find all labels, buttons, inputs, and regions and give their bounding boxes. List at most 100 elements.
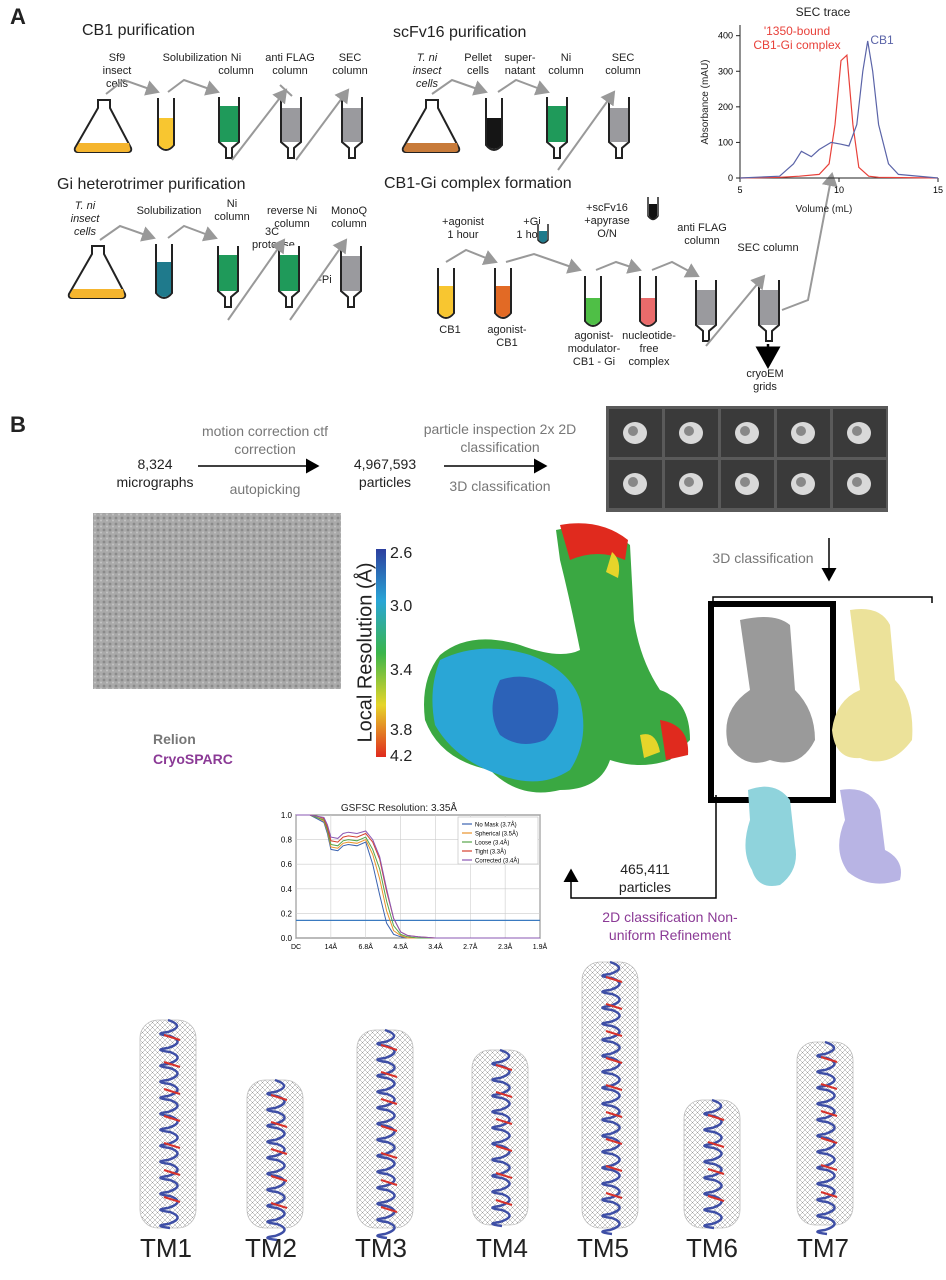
scfv-step-sec: SEC column (605, 52, 641, 77)
class-average-core (740, 477, 750, 487)
tm-sidechain (605, 1165, 623, 1172)
tm-sidechain (820, 1191, 838, 1198)
micrographs-count: 8,324 micrographs (116, 456, 194, 490)
final-particles-count: 465,411 particles (618, 861, 672, 895)
tm-backbone-4 (491, 1048, 511, 1228)
tm-backbone-1 (159, 1018, 179, 1230)
class-average-core (684, 426, 694, 436)
tm-sidechain (380, 1179, 398, 1186)
complex-step-scfv16: +scFv16 +apyrase O/N (584, 202, 630, 240)
tm-sidechain (163, 1115, 181, 1122)
tm-label-6: TM6 (686, 1233, 738, 1263)
tube-label-agonist-modulator: agonist- modulator- CB1 - Gi (567, 330, 621, 368)
tm-sidechain (163, 1034, 181, 1041)
gi-step-ni: Ni column (214, 198, 250, 223)
tm-sidechain (380, 1098, 398, 1105)
gi-step-monoq: MonoQ column (330, 205, 368, 230)
3d-class-cyan (745, 786, 796, 886)
fsc-legend-label-2: Loose (3.4Å) (475, 840, 509, 847)
class-average-core (852, 477, 862, 487)
tm-sidechain (380, 1071, 398, 1078)
fsc-xtick-label-0: DC (291, 944, 301, 951)
fsc-series-line-2 (296, 814, 540, 939)
cb1-step-solubilization: Solubilization (162, 52, 228, 64)
tm-sidechain (380, 1206, 398, 1213)
tm-sidechain (820, 1110, 838, 1117)
colorbar-tick-3: 3.8 (390, 722, 413, 739)
tm-sidechain (270, 1202, 288, 1209)
tm-sidechain (605, 1030, 623, 1037)
scfv-step-supernatant: super- natant (504, 52, 536, 77)
fsc-legend-label-4: Corrected (3.4Å) (475, 858, 519, 865)
tm-sidechain (380, 1152, 398, 1159)
tm-label-5: TM5 (577, 1233, 629, 1263)
tm-sidechain (495, 1118, 513, 1125)
tm-sidechain (605, 1084, 623, 1091)
class-average-core (796, 477, 806, 487)
gi-step-reverse-ni: reverse Ni column (266, 205, 318, 230)
tm-label-4: TM4 (476, 1233, 528, 1263)
sec-ytick-label-4: 400 (718, 31, 733, 41)
scfv-ni-column (546, 97, 568, 159)
sec-ytick-label-2: 200 (718, 102, 733, 112)
tm-sidechain (163, 1088, 181, 1095)
tm-sidechain (605, 1057, 623, 1064)
fsc-legend-label-3: Tight (3.3Å) (475, 849, 506, 856)
sec-series-line-0 (739, 53, 939, 179)
tm-sidechain (820, 1137, 838, 1144)
tm-label-2: TM2 (245, 1233, 297, 1263)
complex-step-agonist: +agonist 1 hour (442, 216, 484, 241)
tm-sidechain (605, 1111, 623, 1118)
fsc-legend-label-0: No Mask (3.7Å) (475, 822, 517, 829)
tm-sidechain (380, 1044, 398, 1051)
sec-xtick-label-0: 5 (737, 185, 742, 195)
tm-mesh-5 (581, 961, 639, 1229)
tm-sidechain (605, 976, 623, 983)
sec-ytick-label-1: 100 (718, 137, 733, 147)
cb1-flask (73, 99, 133, 153)
tm-sidechain (820, 1083, 838, 1090)
tm-label-1: TM1 (140, 1233, 192, 1263)
fsc-ytick-label-3: 0.4 (281, 885, 293, 894)
tm-label-3: TM3 (355, 1233, 407, 1263)
sec-ytick-label-3: 300 (718, 66, 733, 76)
gi-tube-teal (155, 244, 173, 299)
tm-sidechain (495, 1064, 513, 1071)
complex-tube-pink (639, 276, 657, 327)
panel-a-schematic (67, 78, 838, 369)
scfv16-purification-title: scFv16 purification (393, 24, 527, 41)
tm-backbone-6 (703, 1098, 723, 1230)
motion-correction-step: motion correction ctf correction (201, 423, 329, 457)
tm-sidechain (163, 1196, 181, 1203)
complex-sec-column (758, 280, 780, 342)
sec-series-line-1 (739, 40, 939, 179)
fsc-title: GSFSC Resolution: 3.35Å (341, 801, 457, 814)
tm-label-7: TM7 (797, 1233, 849, 1263)
fsc-ytick-label-5: 0.0 (281, 934, 293, 943)
class-average-core (628, 477, 638, 487)
resolution-colorbar (376, 549, 386, 757)
fsc-xtick-label-3: 4.5Å (393, 942, 408, 951)
gi-flask (67, 245, 127, 299)
cryoem-grids-label: cryoEM grids (746, 368, 784, 393)
cb1-step-ni: Ni column (218, 52, 254, 77)
fsc-ytick-label-1: 0.8 (281, 836, 293, 845)
tm-backbone-7 (816, 1040, 836, 1236)
gi-reverse-ni-column (278, 246, 300, 308)
fsc-ytick-label-0: 1.0 (281, 811, 293, 820)
tm-backbone-5 (601, 960, 621, 1236)
complex-tube-agonist (494, 268, 512, 319)
2d-class-averages (606, 406, 888, 512)
colorbar-tick-4: 4.2 (390, 748, 413, 765)
gi-purification-title: Gi heterotrimer purification (57, 176, 246, 193)
sec-legend-cb1: CB1 (870, 33, 894, 47)
complex-tube-cb1 (437, 268, 455, 319)
scfv-sec-column (608, 97, 630, 159)
class-average-core (684, 477, 694, 487)
tm-sidechain (605, 1192, 623, 1199)
gi-monoq-column (340, 246, 362, 308)
3d-class-yellow (832, 609, 913, 762)
3d-class-selected (726, 616, 815, 763)
